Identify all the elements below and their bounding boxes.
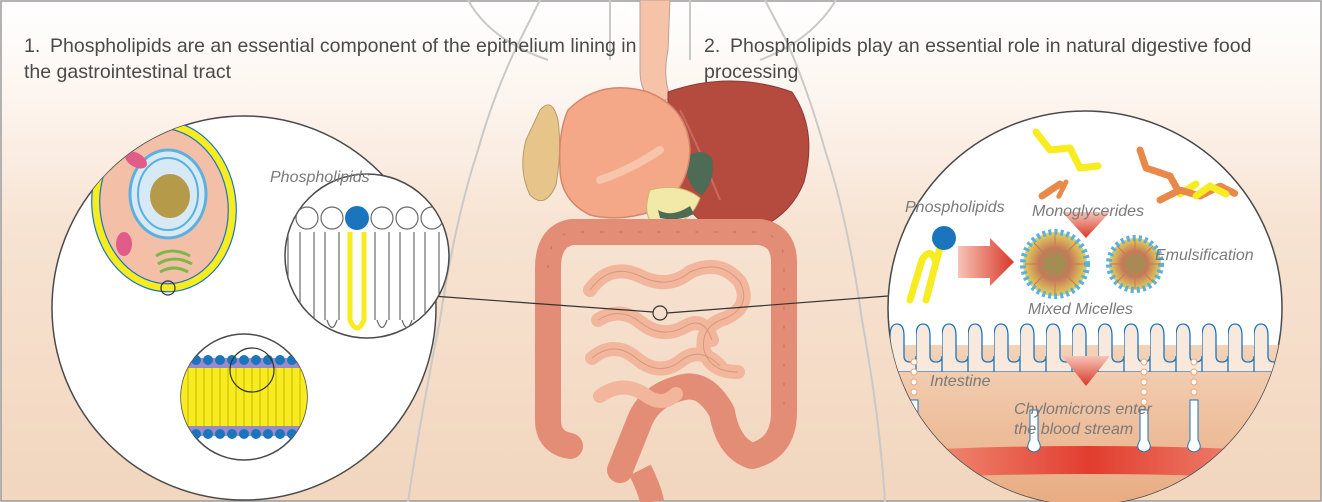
- caption-1-number: 1.: [24, 33, 50, 59]
- caption-2: 2.Phospholipids play an essential role i…: [704, 33, 1304, 85]
- mixed-micelle-large: [1023, 232, 1087, 296]
- nucleus: [150, 174, 190, 218]
- chylomicrons-label-line2: the blood stream: [1014, 421, 1133, 438]
- intestine-label: Intestine: [930, 373, 991, 390]
- caption-1: 1.Phospholipids are an essential compone…: [24, 33, 664, 85]
- emulsification-label: Emulsification: [1155, 247, 1254, 264]
- caption-2-text: Phospholipids play an essential role in …: [704, 35, 1251, 83]
- mixed-micelle-small: [1109, 238, 1161, 290]
- right-phospholipids-label: Phospholipids: [905, 199, 1005, 216]
- caption-1-text: Phospholipids are an essential component…: [24, 35, 636, 83]
- highlighted-phospholipid-head: [345, 206, 369, 230]
- monoglycerides-label: Monoglycerides: [1032, 203, 1144, 220]
- mixed-micelles-label: Mixed Micelles: [1028, 301, 1133, 318]
- left-phospholipids-label: Phospholipids: [270, 169, 370, 186]
- chylomicrons-label-line1: Chylomicrons enter: [1014, 401, 1153, 418]
- caption-2-number: 2.: [704, 33, 730, 59]
